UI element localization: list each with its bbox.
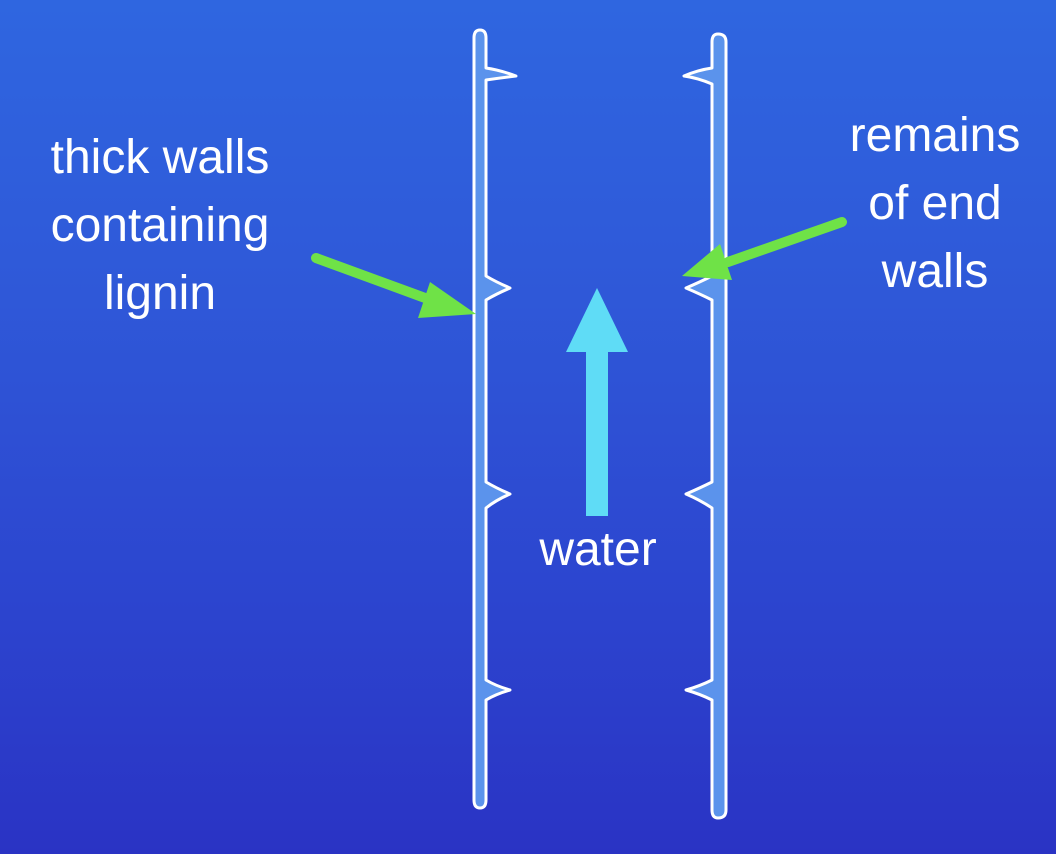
thick-walls-pointer-arrow xyxy=(311,253,476,318)
end-walls-label: remains of end walls xyxy=(790,102,1056,306)
end-walls-pointer-arrow xyxy=(682,217,847,280)
thick-walls-label-line-1: thick walls xyxy=(50,131,270,184)
right-vessel-wall xyxy=(682,32,728,820)
end-walls-label-line-3: walls xyxy=(881,245,989,298)
end-walls-label-line-2: of end xyxy=(868,177,1002,230)
thick-walls-label-line-2: containing xyxy=(50,199,270,252)
end-walls-label-line-1: remains xyxy=(849,109,1021,162)
thick-walls-label: thick walls containing lignin xyxy=(10,124,310,328)
thick-walls-label-line-3: lignin xyxy=(103,267,217,320)
left-vessel-wall xyxy=(472,28,518,810)
water-label: water xyxy=(539,523,657,576)
water-flow-arrow xyxy=(566,288,628,516)
